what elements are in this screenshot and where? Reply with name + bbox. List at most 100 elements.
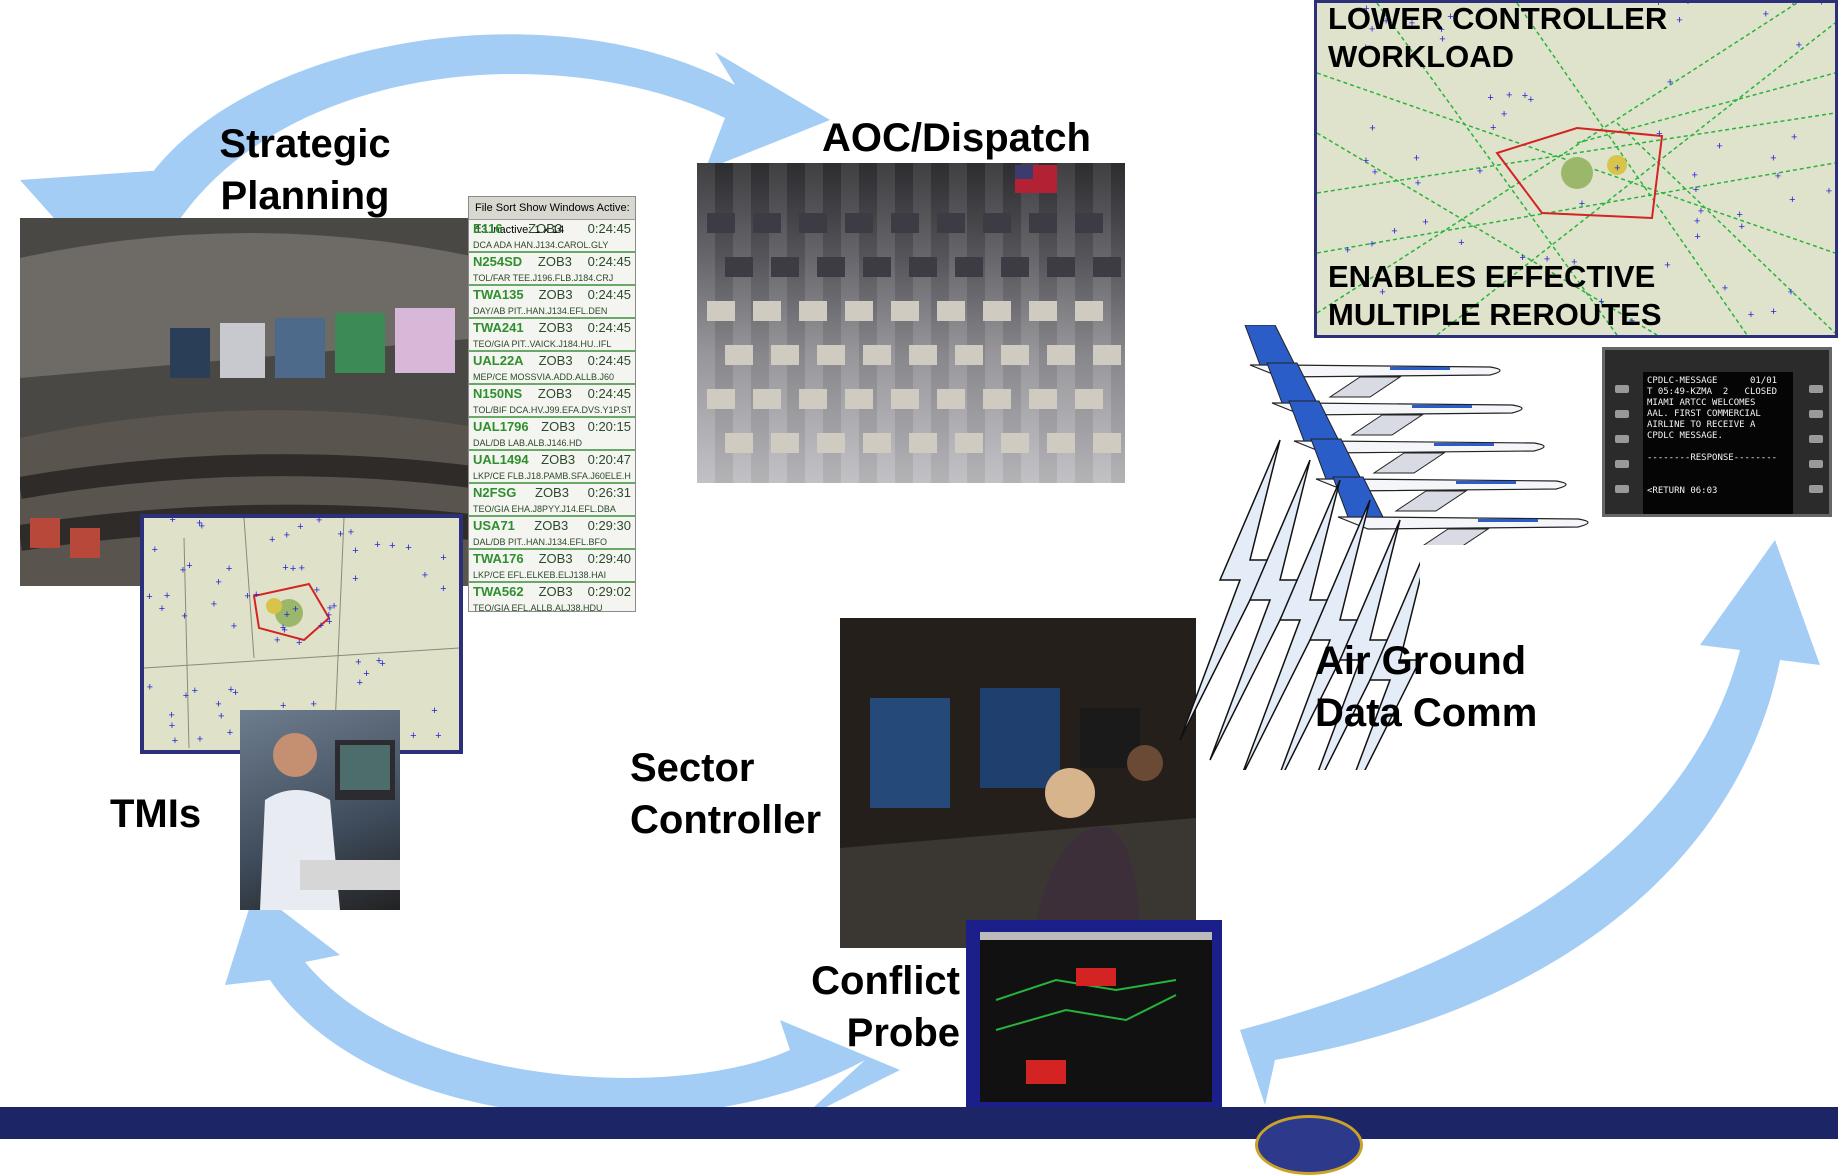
aircraft-marker: + xyxy=(1571,257,1577,269)
aircraft-icon xyxy=(1310,438,1567,512)
aircraft-marker: + xyxy=(357,677,363,689)
aircraft-marker: + xyxy=(1790,3,1796,9)
flight-callsign: E116 xyxy=(473,221,503,236)
flight-route: LKP/CE FLB.J18.PAMB.SFA.J60ELE.HD xyxy=(473,471,631,481)
aircraft-marker: + xyxy=(352,545,358,557)
flight-time: 0:24:45 xyxy=(587,386,631,401)
aircraft-marker: + xyxy=(1656,128,1662,140)
aircraft-marker: + xyxy=(244,591,250,603)
workstation xyxy=(845,389,873,409)
aircraft-marker: + xyxy=(1694,215,1700,227)
workstation xyxy=(955,345,983,365)
aircraft-marker: + xyxy=(1676,15,1682,27)
flight-callsign: UAL1494 xyxy=(473,452,529,467)
tmi-operator-photo xyxy=(240,710,400,910)
flight-route: DAY/AB PIT..HAN.J134.EFL.DEN xyxy=(473,306,608,316)
aircraft-marker: + xyxy=(192,685,198,697)
aircraft-marker: + xyxy=(1487,92,1493,104)
aircraft-marker: + xyxy=(227,727,233,739)
aircraft-marker: + xyxy=(440,583,446,595)
aircraft-marker: + xyxy=(337,529,343,541)
aircraft-marker: + xyxy=(1477,166,1483,178)
flight-sector: ZOB3 xyxy=(538,551,573,566)
flight-route: TOL/FAR TEE.J196.FLB.J184.CRJ xyxy=(473,273,614,283)
aircraft-marker: + xyxy=(1796,40,1802,52)
aircraft-marker: + xyxy=(1379,286,1385,298)
aircraft-marker: + xyxy=(1598,296,1604,308)
label-conflict-probe: Conflict Probe xyxy=(811,959,960,1055)
aircraft-marker: + xyxy=(1722,282,1728,294)
flight-time: 0:24:45 xyxy=(587,254,631,269)
aoc-dispatch-photo xyxy=(697,163,1125,483)
signal-bolt xyxy=(1280,499,1371,770)
workstation xyxy=(937,301,965,321)
aircraft-icon xyxy=(1288,400,1545,474)
aircraft-marker: + xyxy=(199,520,205,532)
aircraft-marker: + xyxy=(1693,184,1699,196)
workstation xyxy=(771,257,799,277)
aircraft-marker: + xyxy=(376,655,382,667)
workstation xyxy=(909,345,937,365)
footer-bar xyxy=(0,1107,1838,1139)
label-strategic-planning: Strategic Planning xyxy=(219,122,391,218)
aircraft-marker: + xyxy=(284,609,290,621)
label-tmis: TMIs xyxy=(110,792,202,836)
reroute-path xyxy=(1317,3,1798,314)
flight-route: TEO/GIA PIT..VAICK.J184.HU..IFL xyxy=(473,339,612,349)
flight-time: 0:20:15 xyxy=(587,419,631,434)
flight-callsign: UAL1796 xyxy=(473,419,529,434)
aircraft-marker: + xyxy=(197,734,203,746)
aircraft-marker: + xyxy=(146,591,152,603)
aircraft-marker: + xyxy=(1698,205,1704,217)
flight-sector: ZOB3 xyxy=(541,452,576,467)
aircraft-marker: + xyxy=(1544,254,1550,266)
aircraft-marker: + xyxy=(1372,166,1378,178)
aircraft-marker: + xyxy=(1791,132,1797,144)
workstation xyxy=(1075,301,1103,321)
aircraft-marker: + xyxy=(284,530,290,542)
aircraft-marker: + xyxy=(1579,198,1585,210)
flight-callsign: UAL22A xyxy=(473,353,524,368)
conflict-probe-illustration xyxy=(980,932,1212,1102)
workstation xyxy=(983,389,1011,409)
flight-time: 0:24:45 xyxy=(587,320,631,335)
workstation xyxy=(845,301,873,321)
workstation xyxy=(1093,345,1121,365)
label-sector-controller: Sector Controller xyxy=(630,746,822,842)
aircraft-marker: + xyxy=(282,562,288,574)
flight-time: 0:29:30 xyxy=(587,518,631,533)
workstation xyxy=(983,301,1011,321)
aircraft-marker: + xyxy=(1789,194,1795,206)
aircraft-marker: + xyxy=(152,544,158,556)
flight-sector: ZOB3 xyxy=(537,254,572,269)
flight-route: TEO/GIA EFL.ALLB.ALJ38.HDU xyxy=(473,603,603,612)
workstation xyxy=(1075,389,1103,409)
aircraft-marker: + xyxy=(327,603,333,615)
workstation xyxy=(725,433,753,453)
arrow-right xyxy=(1230,540,1820,1105)
flight-route: DAL/DB LAB.ALB.J146.HD xyxy=(473,438,583,448)
flight-list-header: File Sort Show Windows Active: 13 Inacti… xyxy=(469,197,635,236)
workstation xyxy=(955,257,983,277)
reroute-path xyxy=(1436,22,1835,335)
arrow-top xyxy=(115,34,830,275)
aircraft-icon xyxy=(1332,476,1589,545)
aircraft-marker: + xyxy=(181,610,187,622)
workstation xyxy=(891,213,919,233)
conflict-probe-display xyxy=(966,920,1222,1110)
workstation xyxy=(771,345,799,365)
aircraft-marker: + xyxy=(1506,89,1512,101)
label-aoc-dispatch: AOC/Dispatch xyxy=(822,116,1091,160)
flight-callsign: TWA135 xyxy=(473,287,524,302)
workstation xyxy=(799,301,827,321)
flight-route: DAL/DB PIT..HAN.J134.EFL.BFO xyxy=(473,537,608,547)
aircraft-marker: + xyxy=(299,563,305,575)
workstation xyxy=(799,213,827,233)
aircraft-marker: + xyxy=(331,601,337,613)
aircraft-marker: + xyxy=(1438,24,1444,36)
aircraft-marker: + xyxy=(1501,109,1507,121)
